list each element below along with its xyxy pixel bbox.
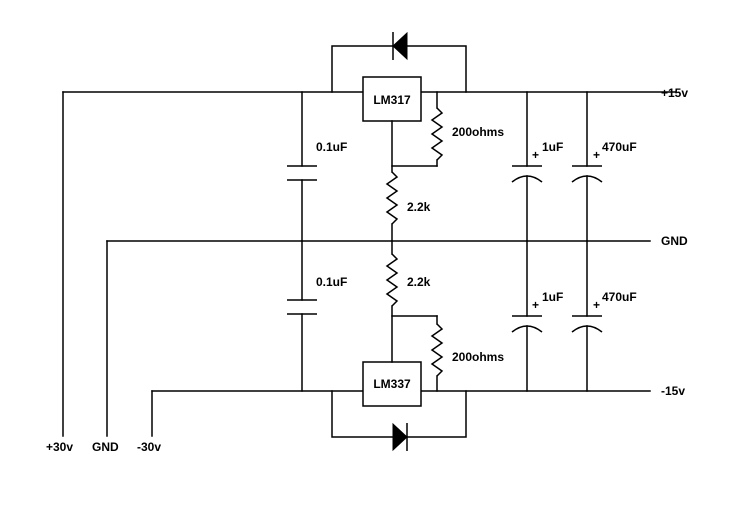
polarity-mark-470uf-top: +	[593, 148, 600, 162]
polarity-mark-1uf-bottom: +	[532, 298, 539, 312]
c-in-top-label: 0.1uF	[316, 140, 347, 154]
rail-label-gnd: GND	[661, 234, 688, 248]
polarity-mark-470uf-bottom: +	[593, 298, 600, 312]
lm317-label: LM317	[373, 93, 411, 107]
c-out-small-top-label: 1uF	[542, 140, 563, 154]
output-capacitor-1uf-top	[511, 91, 543, 242]
protection-diode-bottom	[331, 390, 467, 452]
output-capacitor-1uf-bottom	[511, 240, 543, 392]
input-capacitor-top	[287, 91, 317, 242]
protection-diode-top	[331, 31, 467, 93]
regulator-lm337: LM337	[362, 361, 422, 407]
r-adj-top-label: 200ohms	[452, 125, 504, 139]
c-out-big-top-label: 470uF	[602, 140, 637, 154]
input-label-pos30: +30v	[46, 440, 73, 454]
output-capacitor-470uf-top	[571, 91, 603, 242]
c-out-big-bottom-label: 470uF	[602, 290, 637, 304]
bottom-rail	[151, 390, 651, 437]
c-in-bottom-label: 0.1uF	[316, 275, 347, 289]
rail-label-pos15: +15v	[661, 86, 688, 100]
resistor-200ohms-top	[391, 91, 444, 167]
regulator-lm317: LM317	[362, 76, 422, 122]
input-capacitor-bottom	[287, 240, 317, 392]
gnd-rail	[106, 240, 651, 437]
input-label-gnd: GND	[92, 440, 119, 454]
rail-label-neg15: -15v	[661, 384, 685, 398]
r-mid-top-label: 2.2k	[407, 200, 431, 214]
input-label-neg30: -30v	[137, 440, 161, 454]
resistor-200ohms-bottom	[391, 315, 444, 392]
c-out-small-bottom-label: 1uF	[542, 290, 563, 304]
polarity-mark-1uf-top: +	[532, 148, 539, 162]
resistor-2-2k-bottom	[385, 240, 399, 363]
output-capacitor-470uf-bottom	[571, 240, 603, 392]
r-mid-bottom-label: 2.2k	[407, 275, 431, 289]
top-rail	[62, 91, 677, 437]
lm337-label: LM337	[373, 377, 411, 391]
resistor-2-2k-top	[385, 120, 399, 242]
r-adj-bottom-label: 200ohms	[452, 350, 504, 364]
